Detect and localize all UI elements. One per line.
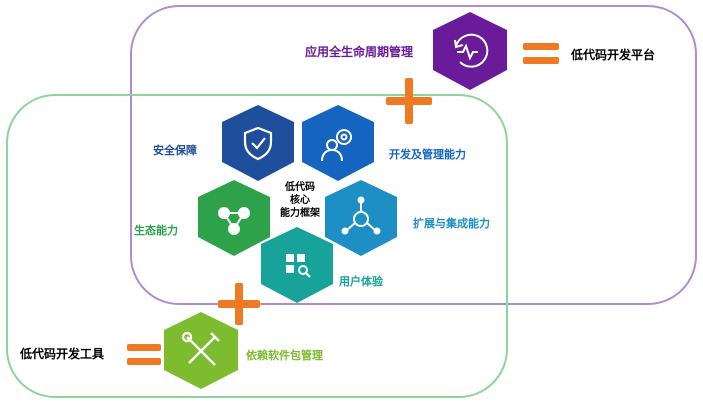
grid-search-icon bbox=[286, 254, 311, 278]
label-ecosystem: 生态能力 bbox=[134, 224, 178, 237]
label-lowcode-platform: 低代码开发平台 bbox=[571, 48, 656, 62]
equals-sign-bottom bbox=[127, 344, 161, 365]
hex-ecosystem bbox=[198, 180, 270, 256]
plus-sign-bottom bbox=[218, 283, 260, 325]
core-framework-label: 低代码 核心 能力框架 bbox=[268, 181, 332, 220]
shield-check-icon bbox=[243, 126, 273, 161]
hex-dependency bbox=[164, 312, 238, 389]
lifecycle-hexagon bbox=[433, 12, 507, 90]
core-line-2: 核心 bbox=[290, 195, 310, 206]
hex-ux bbox=[261, 227, 333, 303]
label-lowcode-tools: 低代码开发工具 bbox=[20, 347, 105, 361]
platform-boundary bbox=[130, 5, 697, 305]
label-dev-mgmt: 开发及管理能力 bbox=[389, 148, 466, 161]
gear-person-icon bbox=[321, 129, 352, 162]
hex-dev-mgmt bbox=[302, 105, 374, 181]
network-icon bbox=[218, 207, 250, 235]
label-extend: 扩展与集成能力 bbox=[413, 217, 490, 230]
label-app-lifecycle: 应用全生命周期管理 bbox=[305, 45, 414, 59]
hub-icon bbox=[341, 196, 381, 235]
plus-sign-top bbox=[386, 78, 432, 124]
label-dependency: 依赖软件包管理 bbox=[246, 349, 323, 362]
label-security: 安全保障 bbox=[153, 144, 197, 157]
hex-extend bbox=[325, 180, 397, 256]
hex-security bbox=[222, 105, 294, 181]
core-line-1: 低代码 bbox=[285, 182, 315, 193]
label-ux: 用户体验 bbox=[339, 275, 383, 288]
wrench-screwdriver-icon bbox=[181, 331, 220, 366]
equals-sign-top bbox=[523, 43, 559, 64]
tools-boundary bbox=[6, 94, 508, 398]
lifecycle-icon bbox=[454, 33, 489, 68]
core-line-3: 能力框架 bbox=[280, 208, 320, 219]
